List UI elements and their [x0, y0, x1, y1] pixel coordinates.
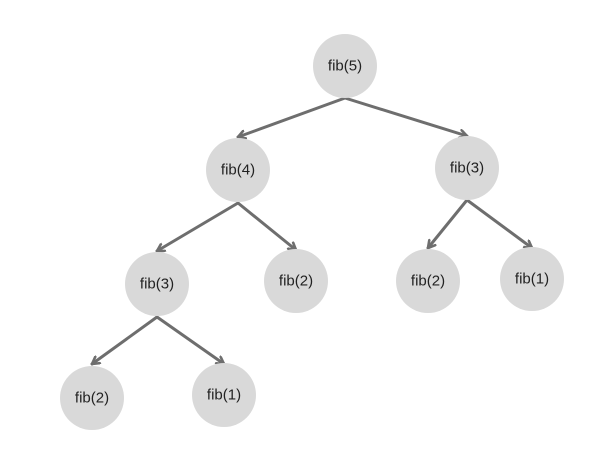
node-circle — [396, 249, 460, 313]
node-label: fib(1) — [515, 271, 549, 288]
edge-arrow-n2-n5 — [236, 201, 298, 252]
nodes-layer: fib(5) fib(4) fib(3) fib(3) fib(2) fib(2) fib(… — [60, 34, 564, 430]
node-label: fib(3) — [450, 160, 484, 177]
tree-node-n2: fib(4) — [206, 138, 270, 202]
node-circle — [313, 34, 377, 98]
edge-arrow-n3-n7 — [465, 198, 534, 250]
node-label: fib(4) — [221, 162, 255, 179]
node-circle — [435, 136, 499, 200]
node-circle — [500, 247, 564, 311]
edge-arrow-n4-n8 — [90, 315, 159, 366]
tree-node-n5: fib(2) — [264, 249, 328, 313]
tree-node-n9: fib(1) — [192, 363, 256, 427]
node-circle — [60, 366, 124, 430]
node-circle — [206, 138, 270, 202]
tree-node-n1: fib(5) — [313, 34, 377, 98]
node-label: fib(5) — [328, 58, 362, 75]
tree-node-n8: fib(2) — [60, 366, 124, 430]
edge-arrow-n1-n3 — [343, 96, 469, 136]
edge-arrow-n4-n9 — [155, 315, 226, 366]
tree-node-n4: fib(3) — [125, 252, 189, 316]
edges-layer — [90, 96, 534, 366]
node-label: fib(2) — [75, 390, 109, 407]
tree-node-n6: fib(2) — [396, 249, 460, 313]
node-label: fib(1) — [207, 387, 241, 404]
edge-arrow-n3-n6 — [426, 198, 469, 250]
node-circle — [192, 363, 256, 427]
node-label: fib(2) — [279, 273, 313, 290]
tree-node-n7: fib(1) — [500, 247, 564, 311]
node-circle — [125, 252, 189, 316]
node-label: fib(2) — [411, 273, 445, 290]
node-label: fib(3) — [140, 276, 174, 293]
edge-arrow-n1-n2 — [236, 96, 347, 137]
edge-arrow-n2-n4 — [155, 201, 240, 253]
tree-node-n3: fib(3) — [435, 136, 499, 200]
node-circle — [264, 249, 328, 313]
